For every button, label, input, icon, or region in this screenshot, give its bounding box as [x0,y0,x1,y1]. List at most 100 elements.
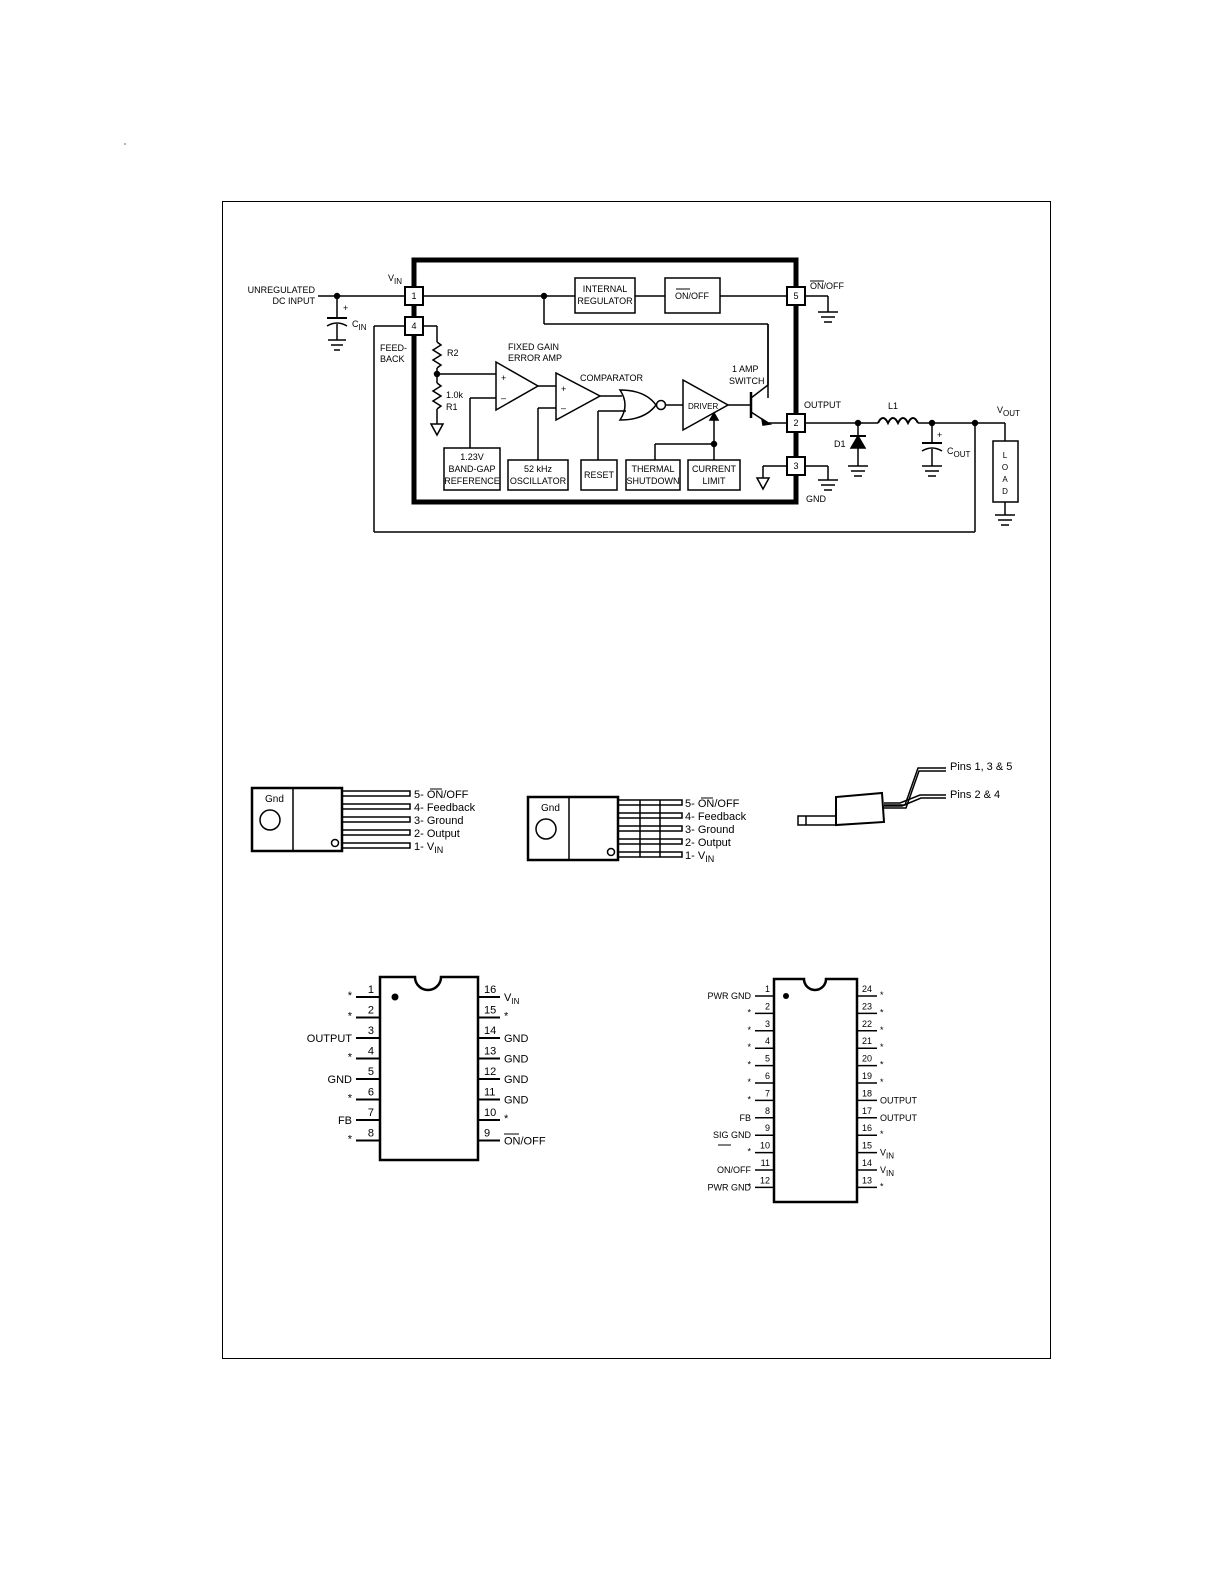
so24-pin-label: PWR GND [708,1182,752,1192]
dip16-pin-number: 13 [484,1046,496,1058]
load-letter-a: A [1002,475,1008,484]
driver [682,378,730,432]
error-amp-label-1: FIXED GAIN [508,342,559,352]
error-amp [495,360,540,412]
dip16-pin-number: 11 [484,1087,495,1099]
so24-pin-number: 7 [765,1088,770,1098]
oscillator-box [507,459,569,491]
dip16-pin-number: 9 [484,1128,490,1140]
stray-mark [124,143,126,145]
dip16-pin-label: GND [504,1074,529,1086]
so24-pin-number: 1 [765,984,770,994]
switch-label-2: SWITCH [729,376,765,386]
feedback-label-2: BACK [380,354,405,364]
current-limit-box [687,459,741,491]
dip16-pin-label: ON/OFF [504,1136,546,1148]
output-label: OUTPUT [804,400,842,410]
r1-value: 1.0k [446,390,464,400]
inductor-l1 [877,417,919,426]
so24-pin-number: 17 [862,1106,872,1116]
current-limit-label-1: CURRENT [692,464,737,474]
so24-pin-label: * [747,1060,751,1070]
package-a-gnd: Gnd [265,794,284,805]
on-off-pin-label: ON/OFF [810,281,844,291]
so24-pin-number: 9 [765,1123,770,1133]
so24-pin-label: PWR GND [708,991,752,1001]
dip16-pin-number: 7 [368,1107,374,1119]
so24-pin-number: 13 [862,1175,872,1185]
dip16-pin-number: 4 [368,1046,374,1058]
bandgap-label-2: BAND-GAP [448,464,495,474]
so24-pin-number: 16 [862,1123,872,1133]
package-a-pin-5: 5- ON/OFF [414,789,469,801]
dip16-pin-number: 8 [368,1128,374,1140]
switch-label-1: 1 AMP [732,364,759,374]
package-b-pin-2: 2- Output [685,837,731,849]
so24-pin-label: * [747,1025,751,1035]
dip16-pin-number: 1 [368,984,374,996]
dip16-package [378,975,480,1162]
package-side-labels: Pins 1, 3 & 5 Pins 2 & 4 [950,761,1012,801]
current-limit-label-2: LIMIT [702,476,726,486]
dip16-pin-label: * [504,1113,509,1125]
dip16-pin-label: OUTPUT [307,1033,353,1045]
so24-pin-number: 21 [862,1036,872,1046]
comparator-minus: – [561,403,566,413]
package-b-pin-1: 1- VIN [685,850,714,864]
so24-pin-label: * [880,1181,884,1191]
so24-pin-label: * [880,1060,884,1070]
package-a-labels: Gnd 5- ON/OFF 4- Feedback 3- Ground 2- O… [265,788,476,855]
dip16-pin-number: 16 [484,984,496,996]
so24-pin-number: 5 [765,1054,770,1064]
so24-pin-label: SIG GND [713,1130,752,1140]
so24-pin-label: * [880,1129,884,1139]
block-diagram-labels: UNREGULATED DC INPUT VIN + CIN FEED- BAC… [248,273,1020,504]
d1-label: D1 [834,439,846,449]
so24-pin-label: OUTPUT [880,1095,918,1105]
l1-label: L1 [888,401,898,411]
so24-pin-label: * [747,1147,751,1157]
dip16-pin-label: GND [504,1054,529,1066]
error-amp-minus: – [501,393,506,403]
so24-pin-number: 20 [862,1054,872,1064]
dip16-pin-number: 14 [484,1025,496,1037]
so24-package [772,977,859,1204]
package-side-view [797,767,946,827]
comparator-plus: + [561,384,566,394]
pin-1-number: 1 [411,291,416,301]
vout-label: VOUT [997,405,1020,418]
so24-pin-number: 2 [765,1001,770,1011]
dip16-pin-number: 10 [484,1107,496,1119]
reset-label: RESET [584,470,615,480]
so24-pin-number: 11 [761,1158,770,1168]
error-amp-plus: + [501,373,506,383]
so24-pin-label: ON/OFF [717,1165,751,1175]
block-diagram [318,257,1019,533]
package-b-pin-3: 3- Ground [685,824,735,836]
so24-pin-number: 14 [862,1158,872,1168]
dip16-pin-label: VIN [504,992,520,1006]
thermal-box [625,459,681,491]
so24-pin-label: * [880,1042,884,1052]
pins-135-label: Pins 1, 3 & 5 [950,761,1012,773]
pin-4-number: 4 [411,321,416,331]
internal-regulator-label-1: INTERNAL [583,284,628,294]
bandgap-box [443,447,501,491]
cin-label: CIN [352,319,367,332]
ic-body [411,257,799,505]
so24-pin-number: 24 [862,984,872,994]
package-to220-b [526,795,683,862]
dip16-pin-label: * [348,1093,353,1105]
vin-label: VIN [388,273,402,286]
bandgap-label-1: 1.23V [460,452,484,462]
dip16-pins: 1*16VIN2*15*3OUTPUT14GND4*13GND5GND12GND… [307,984,546,1148]
dip16-pin-label: * [348,1052,353,1064]
package-a-pin-4: 4- Feedback [414,802,476,814]
so24-pin-label: VIN [880,1165,894,1178]
pins-24-label: Pins 2 & 4 [950,789,1000,801]
so24-pin-number: 6 [765,1071,770,1081]
dip16-pin-label: * [504,1011,509,1023]
load-letter-d: D [1002,487,1008,496]
thermal-label-1: THERMAL [631,464,674,474]
so24-pin-label: FB [739,1113,751,1123]
